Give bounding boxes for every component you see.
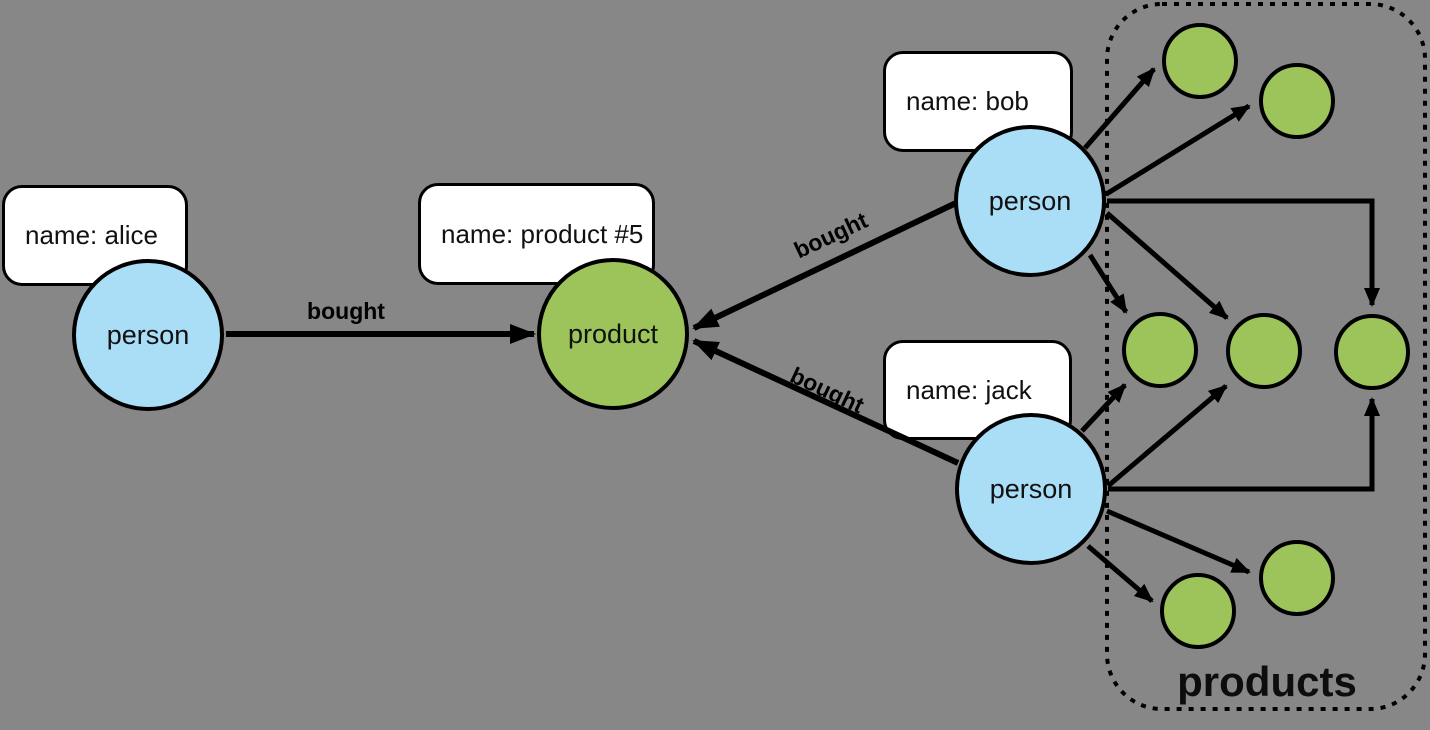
- edge-jack-product-5-elbow: [1108, 397, 1380, 492]
- node-product-unnamed-3: [1122, 312, 1198, 388]
- node-person-alice: person: [72, 259, 224, 411]
- products-group-border: [1105, 2, 1427, 711]
- edge-label-alice-bought: bought: [307, 298, 385, 324]
- edge-bob-product-2: [1106, 103, 1251, 196]
- node-label-alice: person: [106, 319, 190, 350]
- edge-bob-bought-product: [692, 200, 958, 331]
- node-person-jack: person: [955, 413, 1107, 565]
- property-text-bob: name: bob: [906, 86, 1029, 116]
- node-label-bob: person: [988, 185, 1072, 216]
- property-box-alice: name: alice: [2, 185, 188, 286]
- node-product-unnamed-6: [1160, 573, 1236, 649]
- edge-bob-product-4: [1105, 211, 1229, 320]
- node-label-jack: person: [989, 473, 1073, 504]
- edge-bob-product-1: [1083, 67, 1156, 150]
- products-group-label: products: [1177, 658, 1357, 705]
- property-text-jack: name: jack: [906, 374, 1032, 405]
- node-product-unnamed-5: [1334, 314, 1410, 390]
- node-product-5: product: [537, 258, 689, 410]
- node-label-product5: product: [567, 318, 659, 349]
- edge-jack-bought-product: [692, 338, 960, 466]
- property-text-product5: name: product #5: [441, 218, 644, 249]
- node-person-bob: person: [954, 125, 1106, 277]
- node-product-unnamed-1: [1162, 23, 1238, 99]
- edge-jack-product-4: [1106, 384, 1228, 488]
- node-product-unnamed-2: [1259, 63, 1335, 139]
- edge-jack-product-6: [1086, 544, 1154, 603]
- node-product-unnamed-7: [1259, 540, 1335, 616]
- edge-jack-product-7: [1106, 508, 1251, 575]
- edge-bob-product-3: [1087, 253, 1129, 314]
- property-text-alice: name: alice: [25, 220, 158, 250]
- edge-jack-product-3: [1080, 383, 1127, 433]
- node-product-unnamed-4: [1226, 313, 1302, 389]
- edge-bob-product-5-elbow: [1107, 198, 1380, 307]
